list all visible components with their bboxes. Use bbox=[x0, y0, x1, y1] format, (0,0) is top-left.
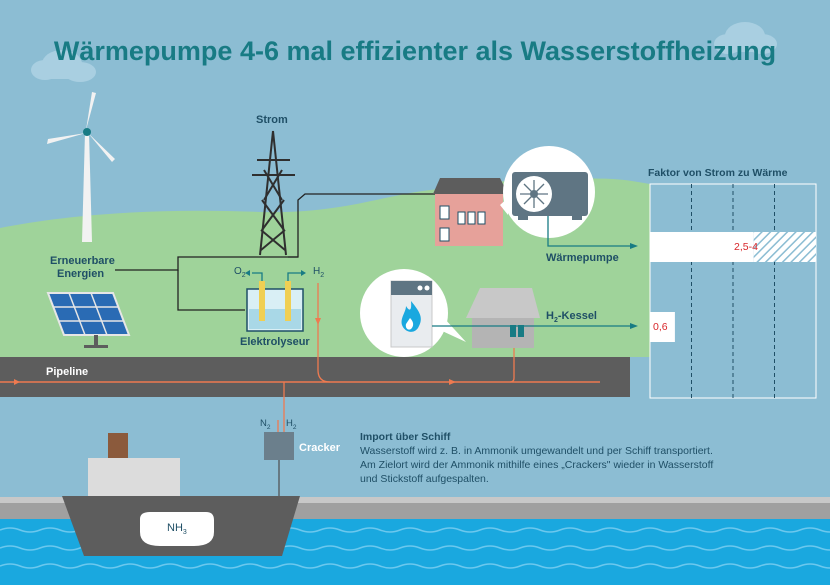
pier-rail bbox=[0, 497, 830, 503]
hydrogen-lines bbox=[283, 283, 515, 420]
ship-icon bbox=[62, 433, 300, 556]
label-elektrolyseur: Elektrolyseur bbox=[240, 336, 310, 348]
page-title: Wärmepumpe 4-6 mal effizienter als Wasse… bbox=[53, 36, 777, 66]
cloud-right bbox=[714, 22, 777, 54]
heat-pump-unit-icon bbox=[512, 172, 588, 220]
label-o2: O2 bbox=[234, 266, 246, 279]
house-boiler-icon bbox=[466, 288, 540, 348]
label-nh3: NH3 bbox=[167, 522, 187, 537]
import-description: Import über Schiff Wasserstoff wird z. B… bbox=[360, 430, 780, 486]
chart-bar-0 bbox=[650, 232, 754, 262]
power-tower-icon bbox=[252, 130, 295, 256]
wind-turbine-icon bbox=[47, 92, 115, 242]
label-h2-ship: H2 bbox=[286, 418, 297, 431]
chart-bar-1 bbox=[650, 312, 675, 342]
pipeline-road bbox=[0, 357, 630, 397]
import-heading: Import über Schiff bbox=[360, 431, 451, 443]
chart-data-label-h2-kessel: 0,6 bbox=[653, 321, 668, 333]
chart-data-label-waermepumpe: 2,5-4 bbox=[734, 241, 758, 253]
label-strom: Strom bbox=[256, 114, 288, 126]
label-n2: N2 bbox=[260, 418, 271, 431]
solar-panel-icon bbox=[46, 292, 131, 348]
label-h2-kessel: H2-Kessel bbox=[546, 310, 597, 325]
label-erneuerbare-1: Erneuerbare bbox=[50, 255, 115, 267]
label-h2: H2 bbox=[313, 266, 325, 279]
label-waermepumpe: Wärmepumpe bbox=[546, 252, 619, 264]
chart-gridlines bbox=[691, 184, 775, 398]
label-cracker: Cracker bbox=[299, 442, 340, 454]
cracker-icon bbox=[264, 432, 294, 503]
import-line-3: und Stickstoff aufgespalten. bbox=[360, 473, 489, 485]
label-pipeline: Pipeline bbox=[46, 366, 89, 378]
house-heatpump-icon bbox=[433, 178, 508, 246]
electrolyser-icon bbox=[246, 281, 304, 332]
chart-panel bbox=[650, 184, 830, 398]
import-line-1: Wasserstoff wird z. B. in Ammonik umgewa… bbox=[360, 445, 713, 457]
heatpump-pointer bbox=[547, 216, 632, 247]
gas-boiler-icon bbox=[390, 280, 433, 348]
cloud-left bbox=[31, 50, 96, 82]
import-line-2: Am Zielort wird der Ammonik mithilfe ein… bbox=[360, 459, 714, 471]
chart-bar-range-0 bbox=[753, 232, 816, 262]
power-lines bbox=[115, 193, 440, 311]
label-erneuerbare-2: Energien bbox=[57, 268, 105, 280]
chart-bars bbox=[650, 232, 816, 342]
chart-title: Faktor von Strom zu Wärme bbox=[648, 167, 788, 179]
